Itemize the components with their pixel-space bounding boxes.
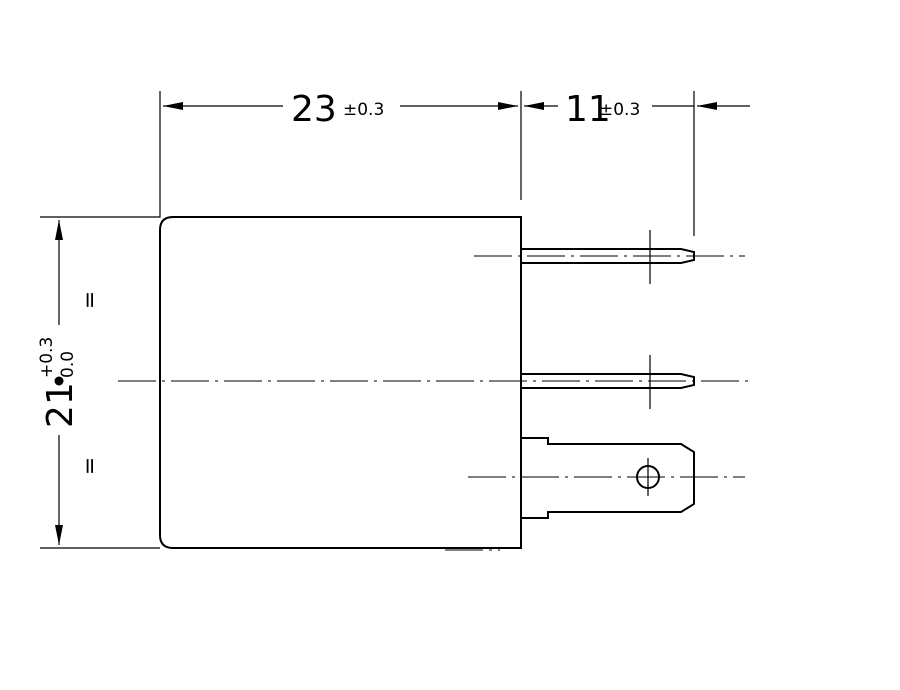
pin-terminal-top (521, 248, 695, 264)
dim-length-value: 23 (291, 89, 337, 130)
dim-length-tolerance: ±0.3 (343, 100, 384, 120)
dimension-height: 21 +0.3 0.0 (37, 220, 81, 545)
extension-lines (40, 91, 695, 549)
dimension-center-dot (54, 376, 64, 386)
dim-height-value: 21 (40, 382, 81, 428)
dimension-length: 23 ±0.3 (163, 89, 518, 130)
pin-terminal-middle (521, 373, 695, 389)
relay-body (159, 216, 522, 549)
center-lines (118, 230, 752, 551)
dim-pin-length-value: 11 (565, 89, 611, 130)
dim-height-tol-upper: +0.3 (37, 337, 57, 378)
symmetry-mark-upper: = (78, 291, 103, 309)
dim-height-tol-lower: 0.0 (58, 351, 78, 378)
dim-pin-length-tolerance: ±0.3 (599, 100, 640, 120)
blade-terminal (521, 437, 695, 519)
symmetry-mark-lower: = (78, 457, 103, 475)
dimension-pin-length: 11 ±0.3 (524, 89, 750, 130)
